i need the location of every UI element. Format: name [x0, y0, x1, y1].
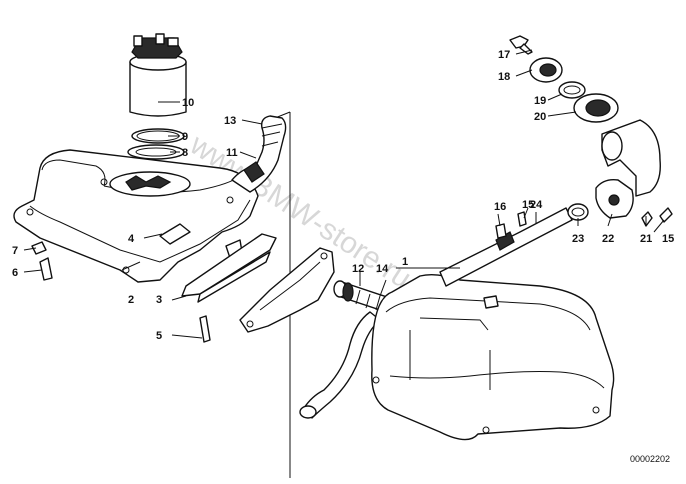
leader-lines [23, 49, 665, 339]
callout-15a: 15 [522, 199, 534, 211]
callout-10: 10 [182, 97, 194, 109]
callout-20: 20 [534, 111, 546, 123]
callout-4: 4 [128, 233, 135, 245]
callout-13: 13 [224, 115, 236, 127]
callout-9: 9 [182, 131, 188, 143]
callout-6: 6 [12, 267, 18, 279]
callout-7: 7 [12, 245, 18, 257]
pump-seal-rings [127, 128, 185, 160]
fuel-cap-assembly [509, 35, 661, 221]
callout-5: 5 [156, 330, 162, 342]
callout-16: 16 [494, 201, 506, 213]
overflow-hose [439, 207, 573, 287]
fuel-hose [333, 280, 391, 313]
tank-bracket [181, 233, 277, 303]
callout-labels: 1 2 3 4 5 6 7 8 9 10 11 12 13 14 15 15 1… [12, 49, 674, 342]
left-fuel-tank [13, 149, 259, 283]
mounting-plate [239, 247, 335, 333]
callout-24: 24 [530, 199, 543, 211]
right-fuel-tank [371, 273, 615, 441]
callout-8: 8 [182, 147, 188, 159]
callout-17: 17 [498, 49, 510, 61]
callout-22: 22 [602, 233, 614, 245]
callout-14: 14 [376, 263, 389, 275]
callout-3: 3 [156, 294, 162, 306]
callout-11: 11 [226, 147, 238, 159]
callout-2: 2 [128, 294, 134, 306]
filler-neck-hose [231, 115, 287, 193]
fuel-pump [129, 33, 187, 117]
fasteners [31, 207, 673, 343]
callout-18: 18 [498, 71, 510, 83]
callout-19: 19 [534, 95, 546, 107]
callout-1: 1 [402, 256, 408, 268]
breather-pipe [299, 311, 381, 419]
callout-12: 12 [352, 263, 364, 275]
callout-23: 23 [572, 233, 584, 245]
reference-number: 00002202 [630, 454, 670, 464]
callout-21: 21 [640, 233, 652, 245]
callout-15b: 15 [662, 233, 674, 245]
